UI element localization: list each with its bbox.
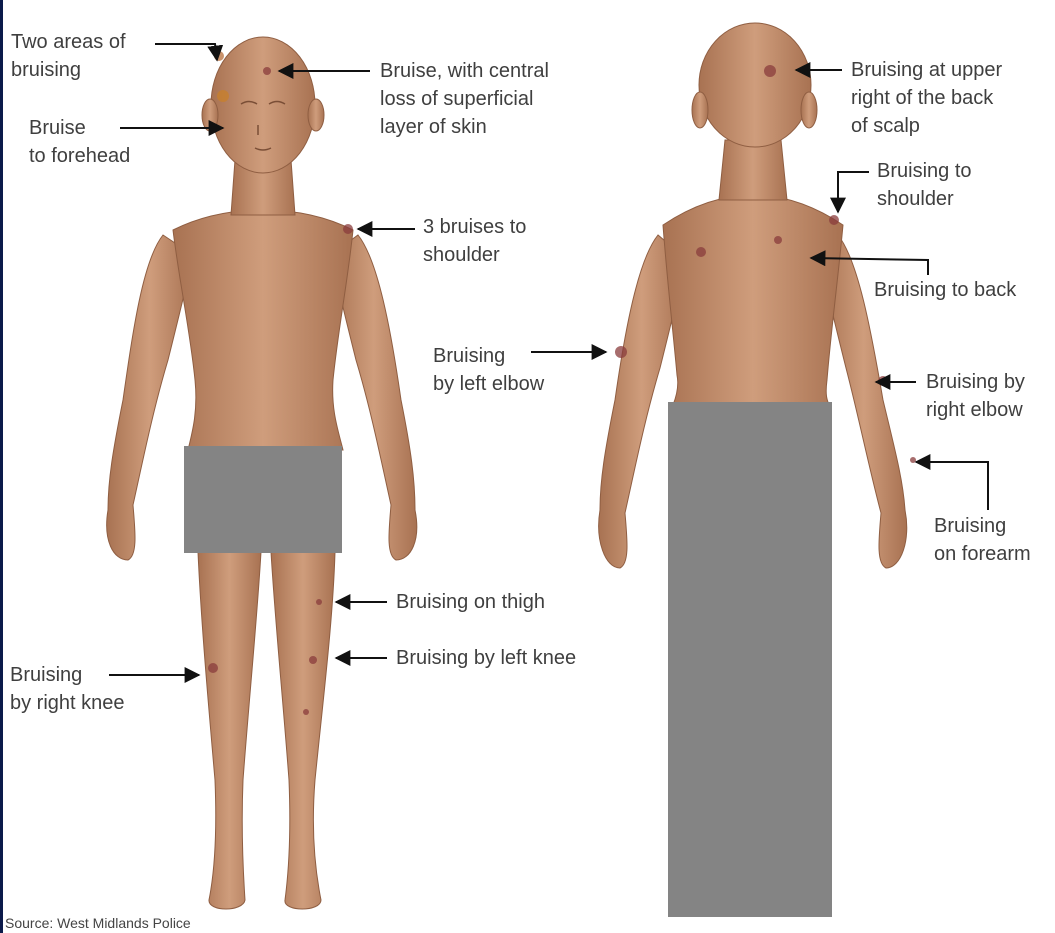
source-credit: Source: West Midlands Police [5,915,191,931]
arrow-forearm [916,462,988,510]
label-three-bruises-shoulder: 3 bruises to shoulder [423,213,526,269]
label-bruising-right-knee: Bruising by right knee [10,661,125,717]
arrow-two-areas [155,44,217,60]
back-censor-box [668,402,832,917]
label-bruise-forehead: Bruise to forehead [29,114,130,170]
injury-diagram: Two areas of bruising Bruise, with centr… [3,0,1055,933]
label-bruising-left-elbow: Bruising by left elbow [433,342,544,398]
label-two-areas-of-bruising: Two areas of bruising [11,28,126,84]
label-bruising-right-elbow: Bruising by right elbow [926,368,1025,424]
arrow-back-shoulder [838,172,869,212]
label-bruise-central-loss: Bruise, with central loss of superficial… [380,57,549,141]
label-bruising-left-knee: Bruising by left knee [396,644,576,672]
label-bruising-thigh: Bruising on thigh [396,588,545,616]
label-bruising-back: Bruising to back [874,276,1016,304]
label-bruising-forearm: Bruising on forearm [934,512,1031,568]
label-bruising-upper-scalp: Bruising at upper right of the back of s… [851,56,1002,140]
front-censor-box [184,446,342,553]
label-bruising-back-shoulder: Bruising to shoulder [877,157,972,213]
